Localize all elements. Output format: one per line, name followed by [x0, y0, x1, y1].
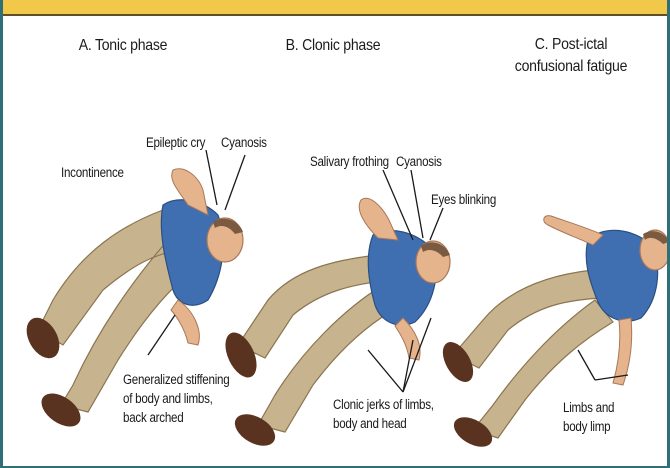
label-epileptic-cry: Epileptic cry: [146, 133, 205, 152]
leader-cyanosis-a: [225, 155, 245, 210]
figure-a-arm-lower: [171, 300, 199, 345]
figure-b-arm-lower: [395, 318, 420, 360]
leader-stiffening: [148, 315, 175, 355]
leader-eyes-blinking: [430, 208, 443, 240]
figure-c-arm-lower: [613, 318, 632, 385]
label-eyes-blinking: Eyes blinking: [431, 190, 496, 209]
leader-epileptic-cry: [206, 150, 217, 205]
figure-post-ictal: [437, 216, 670, 453]
figure-c-arm: [544, 216, 603, 245]
label-cyanosis-tonic: Cyanosis: [221, 133, 267, 152]
label-stiffening-line2: of body and limbs,: [123, 389, 213, 408]
label-stiffening-line1: Generalized stiffening: [123, 370, 229, 389]
label-limp-line1: Limbs and: [563, 398, 614, 417]
leader-limp-1: [578, 350, 595, 380]
label-incontinence: Incontinence: [61, 163, 124, 182]
label-salivary-frothing: Salivary frothing: [310, 152, 389, 171]
figure-b-arm: [359, 198, 398, 240]
label-clonic-line2: body and head: [333, 414, 406, 433]
label-limp-line2: body limp: [563, 417, 610, 436]
label-stiffening-line3: back arched: [123, 408, 183, 427]
leader-clonic-1: [368, 350, 403, 392]
label-cyanosis-clonic: Cyanosis: [396, 152, 442, 171]
leader-cyanosis-b: [411, 170, 423, 238]
label-clonic-line1: Clonic jerks of limbs,: [333, 395, 434, 414]
